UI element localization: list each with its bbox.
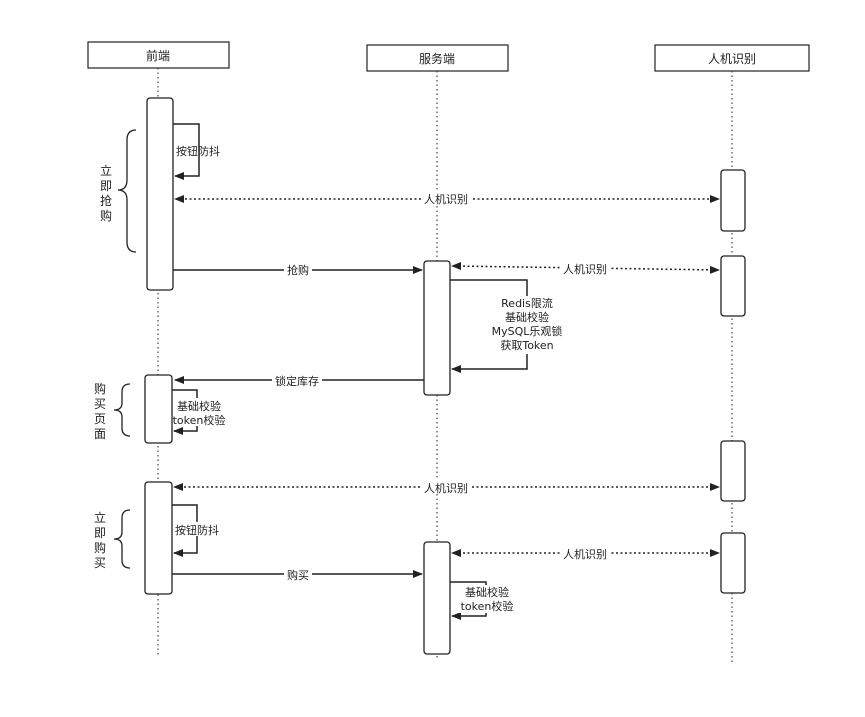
self-message-page-checks: 基础校验 token校验 xyxy=(172,389,229,435)
self-message-debounce-1-label: 按钮防抖 xyxy=(176,144,220,158)
phase-purchase-page-char-2: 买 xyxy=(94,397,106,411)
participant-server-label: 服务端 xyxy=(419,51,455,66)
message-captcha-4: 人机识别 xyxy=(451,546,720,561)
phase-purchase-page-char-4: 面 xyxy=(94,427,106,441)
server-step-1: Redis限流 xyxy=(501,296,553,310)
activation-captcha-3 xyxy=(720,440,746,502)
message-captcha-3-label: 人机识别 xyxy=(424,481,468,495)
message-captcha-1-label: 人机识别 xyxy=(424,192,468,206)
phase-buy-now-char-4: 买 xyxy=(94,556,106,570)
phase-rush-buy-char-4: 购 xyxy=(100,208,112,223)
message-buy-label: 购买 xyxy=(287,568,309,582)
message-lock-stock-label: 锁定库存 xyxy=(275,374,319,388)
server-check-1: 基础校验 xyxy=(465,585,509,599)
server-check-2: token校验 xyxy=(461,599,514,613)
participant-frontend: 前端 xyxy=(87,41,230,69)
activation-captcha-4 xyxy=(720,532,746,594)
message-captcha-1: 人机识别 xyxy=(174,191,720,206)
phase-buy-now-char-1: 立 xyxy=(94,510,106,525)
message-rush-buy: 抢购 xyxy=(173,262,423,277)
phase-buy-now-char-2: 即 xyxy=(94,526,106,540)
phase-rush-buy: 立 即 抢 购 xyxy=(100,129,137,253)
participant-frontend-label: 前端 xyxy=(146,48,170,63)
phase-rush-buy-char-3: 抢 xyxy=(100,193,112,208)
self-message-debounce-2: 按钮防抖 xyxy=(172,504,223,557)
phase-buy-now-char-3: 购 xyxy=(94,540,106,555)
activation-server-2 xyxy=(423,541,451,655)
phase-purchase-page-char-1: 购 xyxy=(94,381,106,396)
participant-captcha: 人机识别 xyxy=(654,44,810,72)
activation-frontend-2 xyxy=(144,374,173,444)
self-message-server-checks: 基础校验 token校验 xyxy=(450,581,516,620)
message-captcha-4-label: 人机识别 xyxy=(563,547,607,561)
message-rush-buy-label: 抢购 xyxy=(287,263,309,277)
self-message-server-steps: Redis限流 基础校验 MySQL乐观锁 获取Token xyxy=(450,279,570,373)
message-lock-stock: 锁定库存 xyxy=(174,373,424,388)
phase-rush-buy-char-2: 即 xyxy=(100,179,112,193)
participant-server: 服务端 xyxy=(366,44,509,72)
activation-frontend-3 xyxy=(144,481,173,595)
server-step-2: 基础校验 xyxy=(505,310,549,324)
phase-rush-buy-char-1: 立 xyxy=(100,163,112,178)
message-captcha-3: 人机识别 xyxy=(173,480,720,495)
message-captcha-2-label: 人机识别 xyxy=(563,262,607,276)
self-message-debounce-2-label: 按钮防抖 xyxy=(175,523,219,537)
phase-purchase-page-char-3: 页 xyxy=(94,412,106,426)
message-captcha-2: 人机识别 xyxy=(451,261,720,276)
activation-captcha-1 xyxy=(720,169,746,232)
page-check-1: 基础校验 xyxy=(177,399,221,413)
participant-captcha-label: 人机识别 xyxy=(708,52,756,66)
message-buy: 购买 xyxy=(172,567,423,582)
server-step-3: MySQL乐观锁 xyxy=(492,324,563,338)
activation-server-1 xyxy=(423,260,451,396)
activation-frontend-1 xyxy=(146,97,174,291)
phase-purchase-page: 购 买 页 面 xyxy=(94,381,131,441)
phase-buy-now: 立 即 购 买 xyxy=(94,509,131,570)
server-step-4: 获取Token xyxy=(500,339,553,352)
activation-captcha-2 xyxy=(720,255,746,317)
self-message-debounce-1: 按钮防抖 xyxy=(173,123,220,180)
page-check-2: token校验 xyxy=(173,413,226,427)
